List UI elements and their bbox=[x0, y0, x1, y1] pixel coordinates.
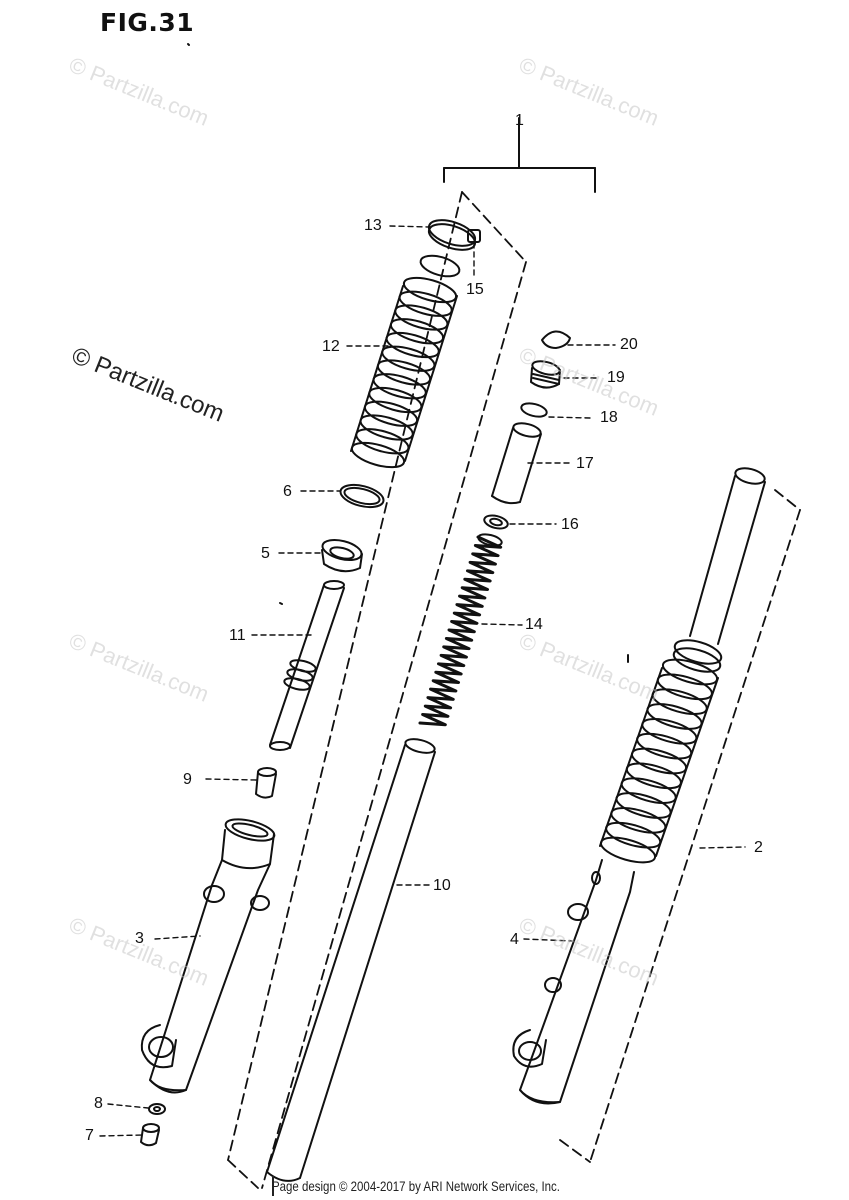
callout-9: 9 bbox=[183, 771, 192, 788]
callout-1: 1 bbox=[515, 112, 524, 129]
part-5-oil-seal bbox=[321, 539, 363, 573]
part-10-inner-tube bbox=[266, 738, 436, 1182]
part-16-spacer-washer bbox=[483, 514, 509, 530]
figure-label: FIG.31 bbox=[100, 8, 195, 37]
assembly-bracket bbox=[443, 117, 596, 193]
part-14-fork-spring bbox=[418, 533, 503, 727]
part-7-bolt bbox=[140, 1123, 160, 1147]
part-13-boot-clamp bbox=[427, 219, 481, 251]
part-8-washer bbox=[148, 1103, 166, 1115]
callout-18: 18 bbox=[600, 409, 618, 426]
part-3-left-outer-tube bbox=[140, 818, 276, 1094]
callout-8: 8 bbox=[94, 1095, 103, 1112]
callout-15: 15 bbox=[466, 281, 484, 298]
callout-3: 3 bbox=[135, 930, 144, 947]
fork-assembly-dashed-outline bbox=[559, 489, 801, 1163]
part-6-o-ring bbox=[339, 483, 385, 509]
callout-17: 17 bbox=[576, 455, 594, 472]
part-18-o-ring bbox=[520, 402, 548, 418]
callout-2: 2 bbox=[754, 839, 763, 856]
part-9-cylinder-piece bbox=[255, 767, 277, 799]
footer-divider bbox=[272, 1176, 274, 1196]
leader-lines bbox=[99, 225, 746, 1137]
assembly-dashed-outline bbox=[227, 191, 527, 1189]
callout-20: 20 bbox=[620, 336, 638, 353]
callout-14: 14 bbox=[525, 616, 543, 633]
part-2-right-fork-assembly bbox=[512, 467, 766, 1105]
part-12-fork-boot bbox=[350, 254, 461, 469]
part-19-cap-bolt bbox=[530, 360, 561, 389]
callout-7: 7 bbox=[85, 1127, 94, 1144]
part-11-damper-rod bbox=[269, 580, 345, 751]
callout-11: 11 bbox=[229, 627, 246, 644]
part-20-rubber-cap bbox=[541, 330, 571, 349]
copyright-footer: Page design © 2004-2017 by ARI Network S… bbox=[272, 1178, 560, 1194]
callout-5: 5 bbox=[261, 545, 270, 562]
callout-4: 4 bbox=[510, 931, 519, 948]
callout-10: 10 bbox=[433, 877, 451, 894]
callout-16: 16 bbox=[561, 516, 579, 533]
stray-marks bbox=[187, 43, 629, 663]
callout-19: 19 bbox=[607, 369, 625, 386]
callout-12: 12 bbox=[322, 338, 340, 355]
part-17-spacer-tube bbox=[491, 422, 542, 505]
callout-6: 6 bbox=[283, 483, 292, 500]
callout-13: 13 bbox=[364, 217, 382, 234]
